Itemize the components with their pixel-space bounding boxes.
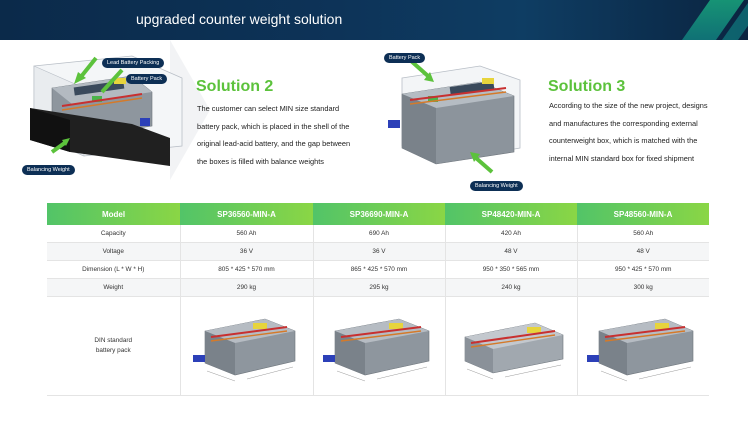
header-model: Model <box>47 203 180 225</box>
solution3-title: Solution 3 <box>548 78 626 95</box>
solution3-line: and manufactures the corresponding exter… <box>549 118 698 128</box>
row-label-weight: Weight <box>47 278 181 297</box>
table-cell: 690 Ah <box>313 225 446 243</box>
table-cell: 36 V <box>313 242 446 261</box>
table-cell: 48 V <box>445 242 578 261</box>
solution2-line: The customer can select MIN size standar… <box>197 104 340 113</box>
table-cell: 420 Ah <box>445 225 578 243</box>
table-row: Voltage 36 V 36 V 48 V 48 V <box>47 242 709 261</box>
tag-battery-pack: Battery Pack <box>126 74 168 84</box>
solution3-description: According to the size of the new project… <box>549 97 708 167</box>
page-title: upgraded counter weight solution <box>136 11 343 27</box>
solution2-title: Solution 2 <box>196 78 274 95</box>
header-sp48420: SP48420-MIN-A <box>445 203 577 225</box>
table-row: Capacity 560 Ah 690 Ah 420 Ah 560 Ah <box>47 225 709 243</box>
table-row: Weight 290 kg 295 kg 240 kg 300 kg <box>47 278 709 297</box>
solution3-line: counterweight box, which is matched with… <box>549 136 698 145</box>
row-label-capacity: Capacity <box>47 225 181 243</box>
row-label-dimension: Dimension (L * W * H) <box>47 260 181 279</box>
battery-image-cell <box>313 296 446 396</box>
din-label-line: battery pack <box>95 347 131 354</box>
table-cell: 295 kg <box>313 278 446 297</box>
battery-image-cell <box>180 296 314 396</box>
solution2-illustration: Lead Battery Packing Battery Pack Balanc… <box>22 48 194 176</box>
table-cell: 300 kg <box>577 278 709 297</box>
solution3-line: According to the size of the new project… <box>549 101 708 110</box>
table-cell: 950 * 425 * 570 mm <box>577 260 709 279</box>
table-cell: 48 V <box>577 242 709 261</box>
solution2-line: original lead-acid battery, and the gap … <box>197 139 351 148</box>
din-label-line: DIN standard <box>94 337 133 344</box>
tag-balancing-weight-s3: Balancing Weight <box>470 181 523 191</box>
battery-in-shell-image <box>30 55 183 166</box>
table-cell: 865 * 425 * 570 mm <box>313 260 446 279</box>
tag-lead-battery-packing: Lead Battery Packing <box>102 58 165 68</box>
solution2-line: the boxes is filled with balance weights <box>197 156 324 166</box>
table-cell: 805 * 425 * 570 mm <box>180 260 314 279</box>
tag-battery-pack-s3: Battery Pack <box>384 53 426 63</box>
table-cell: 290 kg <box>180 278 314 297</box>
table-header-row: Model SP36560-MIN-A SP36690-MIN-A SP4842… <box>47 203 709 225</box>
header-sp48560: SP48560-MIN-A <box>577 203 709 225</box>
solution2-description: The customer can select MIN size standar… <box>197 100 350 170</box>
solution3-illustration: Battery Pack Balancing Weight <box>380 48 530 193</box>
solution2-line: battery pack, which is placed in the she… <box>197 121 350 131</box>
tag-balancing-weight: Balancing Weight <box>22 165 75 175</box>
row-label-din: DIN standard battery pack <box>47 296 181 396</box>
table-cell: 240 kg <box>445 278 578 297</box>
table-row-images: DIN standard battery pack <box>47 296 709 396</box>
battery-image-cell <box>577 296 709 396</box>
solution3-line: internal MIN standard box for fixed ship… <box>549 153 695 163</box>
battery-pack-image <box>464 322 564 380</box>
table-cell: 36 V <box>180 242 314 261</box>
table-row: Dimension (L * W * H) 805 * 425 * 570 mm… <box>47 260 709 279</box>
battery-pack-image <box>587 318 694 382</box>
header-sp36690: SP36690-MIN-A <box>313 203 445 225</box>
battery-image-cell <box>445 296 578 396</box>
battery-pack-image <box>323 318 430 382</box>
battery-pack-image <box>192 318 295 382</box>
header-sp36560: SP36560-MIN-A <box>180 203 313 225</box>
counterweight-box-image <box>388 58 521 174</box>
table-cell: 560 Ah <box>577 225 709 243</box>
spec-table: Model SP36560-MIN-A SP36690-MIN-A SP4842… <box>47 203 709 396</box>
table-cell: 560 Ah <box>180 225 314 243</box>
table-cell: 950 * 350 * 565 mm <box>445 260 578 279</box>
header-banner: upgraded counter weight solution <box>0 0 748 40</box>
row-label-voltage: Voltage <box>47 242 181 261</box>
